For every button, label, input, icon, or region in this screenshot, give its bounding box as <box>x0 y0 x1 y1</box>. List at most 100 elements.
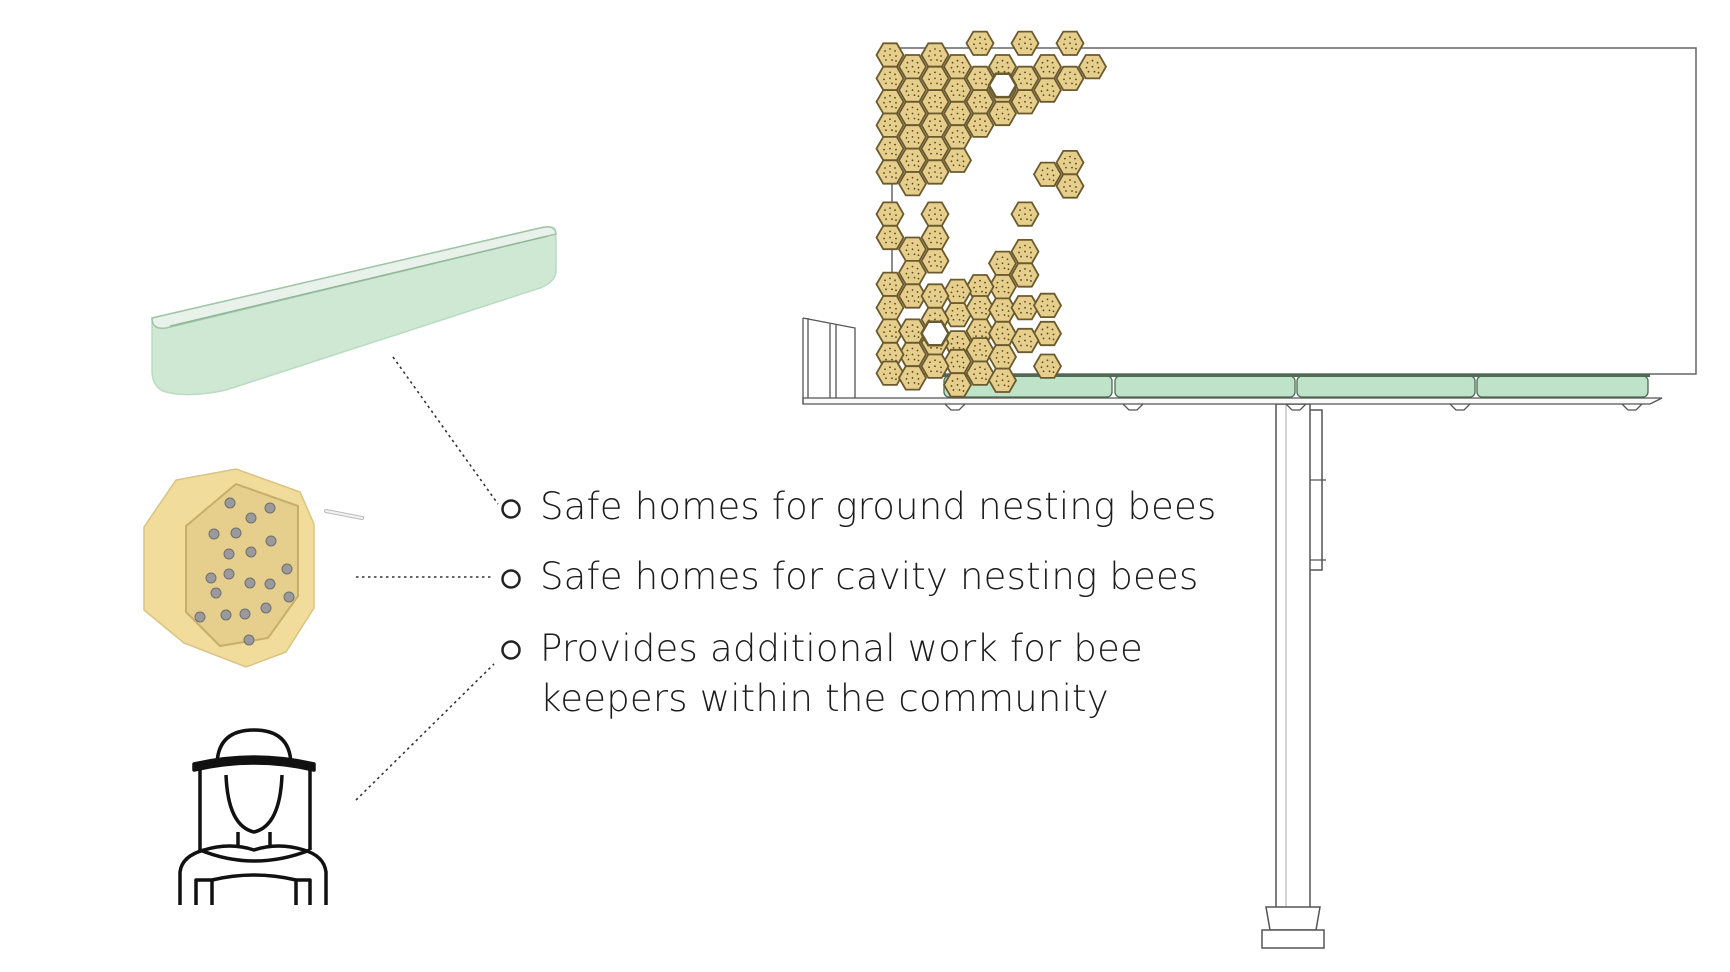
nest-hole <box>245 512 257 524</box>
hexagon-nest <box>920 159 950 185</box>
hexagon-nest <box>875 201 905 227</box>
hexagon-nest <box>942 147 973 173</box>
hexagon-nest <box>875 42 905 68</box>
billboard-planter-box <box>1296 375 1476 398</box>
hexagon-nest <box>1055 173 1085 199</box>
nest-hole <box>265 535 277 547</box>
hexagon-nest <box>920 320 950 347</box>
leader-lines <box>355 356 499 801</box>
hexagon-nest <box>942 54 973 80</box>
bullet-text-line: keepers within the community <box>540 677 1109 720</box>
hexagon-nest <box>1032 292 1063 318</box>
billboard-planter-box <box>1114 375 1296 398</box>
hexagon-nest <box>1032 161 1063 187</box>
hexagon-nest <box>987 100 1018 127</box>
hexagon-nest <box>875 360 905 386</box>
bullet-cavity-nesting: Safe homes for cavity nesting bees <box>540 552 1198 602</box>
hexagon-nest <box>1010 30 1040 56</box>
hexagon-nest <box>965 274 995 300</box>
hexagon-nest <box>897 100 928 127</box>
nest-hole <box>244 577 256 589</box>
hexagon-nest <box>987 344 1018 370</box>
catwalk-bracket <box>1449 403 1471 411</box>
hexagon-nest <box>942 278 973 304</box>
hexagon-nest <box>897 283 928 309</box>
nest-hole <box>283 591 295 603</box>
bullet-beekeeper-work: Provides additional work for bee keepers… <box>540 624 1143 724</box>
hexagon-nest <box>920 89 950 115</box>
nest-hole <box>264 502 276 514</box>
hexagon-nest <box>875 136 905 162</box>
hexagon-nest <box>875 89 905 115</box>
hexagon-nest <box>920 353 950 379</box>
bullet-markers <box>501 499 521 660</box>
bullet-marker <box>501 569 521 589</box>
nest-hole <box>239 608 251 620</box>
hexagon-nest <box>1055 65 1085 91</box>
hexagon-nest <box>920 201 950 227</box>
bullet-text-line: Safe homes for cavity nesting bees <box>540 555 1199 598</box>
hexagon-nest <box>875 159 905 185</box>
billboard-illustration <box>802 30 1697 949</box>
hexagon-nest <box>897 236 928 262</box>
hexagon-nest <box>987 297 1018 323</box>
hexagon-nest <box>897 260 928 286</box>
hexagon-nest <box>897 171 928 197</box>
hexagon-nest <box>965 30 995 56</box>
hexagon-nest <box>942 124 973 150</box>
billboard-planter-box <box>1476 375 1649 398</box>
hexagon-nest <box>897 54 928 80</box>
hexagon-nest <box>1010 262 1040 288</box>
catwalk-bracket <box>1285 403 1307 411</box>
hexagon-nest <box>1032 353 1063 379</box>
hexagon-nest <box>1010 239 1040 265</box>
hexagon-nest <box>897 124 928 150</box>
hexagon-nest <box>965 360 995 386</box>
nest-hole <box>260 602 272 614</box>
nest-holes <box>194 497 295 646</box>
hexagon-nest <box>897 77 928 103</box>
hexagon-nest <box>965 89 995 115</box>
hexagon-nest <box>920 224 950 251</box>
hexagon-nest <box>875 224 905 251</box>
nest-hole <box>230 527 242 539</box>
nest-hole <box>208 528 220 540</box>
bullet-text-line: Provides additional work for bee <box>540 627 1144 670</box>
nest-hole <box>243 634 255 646</box>
catwalk-brackets <box>944 403 1643 411</box>
hexagon-nest <box>920 65 950 91</box>
hexagon-nest <box>1055 150 1085 176</box>
bullet-marker <box>501 499 521 519</box>
nest-hole <box>194 611 206 623</box>
hexagon-nest <box>1032 54 1063 80</box>
hexagon-nest <box>987 367 1018 393</box>
hexagon-nest <box>1077 54 1108 80</box>
hexagon-nest <box>942 348 973 375</box>
nest-hole <box>245 546 257 558</box>
hexagon-nest <box>965 112 995 138</box>
hexagon-nest <box>1010 295 1040 321</box>
hexagon-nest <box>942 372 973 398</box>
catwalk-bracket <box>944 403 966 411</box>
hexagon-nest <box>942 100 973 127</box>
hexagon-nest <box>1032 77 1063 103</box>
hexagon-nest <box>1010 327 1040 354</box>
hexagon-nest <box>920 283 950 309</box>
billboard-hexagon-nests <box>875 30 1108 398</box>
hexagon-nest-box-icon <box>143 468 364 668</box>
hexagon-nest <box>875 65 905 91</box>
nest-hole <box>264 578 276 590</box>
hexagon-nest <box>920 248 950 274</box>
hexagon-nest <box>897 147 928 173</box>
catwalk-bracket <box>1122 403 1144 411</box>
hexagon-nest <box>875 295 905 321</box>
hexagon-nest <box>1010 201 1040 227</box>
hexagon-nest <box>920 42 950 68</box>
bullet-marker <box>501 640 521 660</box>
nest-hole <box>223 568 235 580</box>
hexagon-nest <box>987 250 1018 276</box>
hexagon-nest <box>920 136 950 162</box>
hexagon-nest <box>920 112 950 138</box>
nest-hole <box>210 587 222 599</box>
